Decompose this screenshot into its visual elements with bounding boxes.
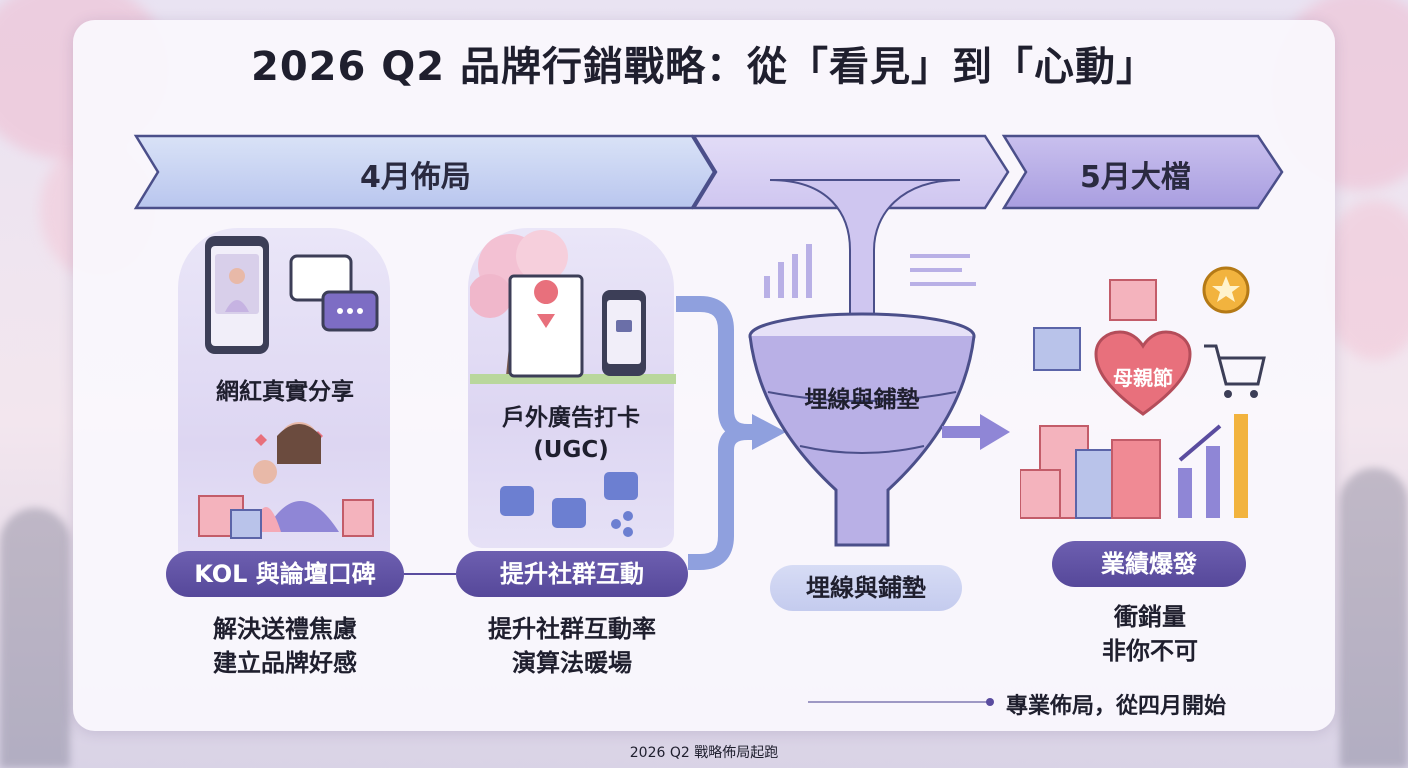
- gift-box-icon: [1033, 279, 1157, 371]
- may-banner: [1001, 134, 1284, 210]
- april-banner: [133, 134, 716, 210]
- phase-april: 4月佈局: [360, 160, 471, 195]
- ugc-top-label-line1: 戶外廣告打卡: [502, 405, 640, 431]
- sales-pill: 業績爆發: [1052, 541, 1246, 587]
- footer-note: 專業佈局，從四月開始: [1006, 694, 1227, 719]
- coin-star-icon: [1202, 266, 1250, 314]
- sales-illustration: [1020, 266, 1266, 519]
- mini-bar-chart-icon: [764, 244, 812, 298]
- page-title: 2026 Q2 品牌行銷戰略：從「看見」到「心動」: [250, 44, 1157, 90]
- bottom-caption: 2026 Q2 戰略佈局起跑: [629, 745, 779, 761]
- sales-desc-line1: 衝銷量: [1114, 603, 1186, 631]
- shopping-bags-icon: [1020, 425, 1161, 519]
- ugc-to-funnel-arrow: [676, 296, 756, 440]
- ugc-top-label-line2: (UGC): [533, 437, 609, 463]
- kol-top-label: 網紅真實分享: [216, 379, 354, 405]
- heart-icon: [1094, 330, 1192, 416]
- kol-illustration: [198, 236, 379, 539]
- social-icons: [500, 472, 638, 537]
- kol-desc-line1: 解決送禮焦慮: [213, 615, 357, 643]
- ugc-desc-line2: 演算法暖場: [512, 649, 632, 677]
- funnel-pill: 埋線與鋪墊: [770, 565, 962, 611]
- ugc-top-label: 戶外廣告打卡 (UGC): [470, 402, 672, 466]
- kol-desc-line2: 建立品牌好感: [213, 649, 357, 677]
- billboard-icon: [508, 274, 584, 378]
- growth-chart-icon: [1178, 414, 1248, 518]
- kol-pill: KOL 與論壇口碑: [166, 551, 404, 597]
- mini-list-icon: [910, 254, 976, 286]
- ugc-pill: 提升社群互動: [456, 551, 688, 597]
- phase-may: 5月大檔: [1080, 160, 1191, 195]
- shopping-cart-icon: [1204, 344, 1266, 398]
- sales-desc-line2: 非你不可: [1102, 637, 1198, 665]
- ugc-desc: 提升社群互動率 演算法暖場: [450, 612, 694, 680]
- middle-banner: [691, 134, 1010, 210]
- ugc-illustration: [470, 230, 676, 537]
- phone-camera-icon: [602, 290, 646, 376]
- funnel-icon: [748, 312, 976, 547]
- kol-desc: 解決送禮焦慮 建立品牌好感: [170, 612, 400, 680]
- mother-child-illustration: [198, 422, 374, 539]
- sales-desc: 衝銷量 非你不可: [1070, 600, 1230, 668]
- funnel-label: 埋線與鋪墊: [804, 387, 920, 413]
- phone-icon: [205, 236, 269, 354]
- heart-label: 母親節: [1113, 366, 1173, 390]
- ugc-desc-line1: 提升社群互動率: [488, 615, 656, 643]
- chat-bubbles-icon: [289, 254, 379, 332]
- funnel-to-sales-arrow: [942, 414, 1010, 450]
